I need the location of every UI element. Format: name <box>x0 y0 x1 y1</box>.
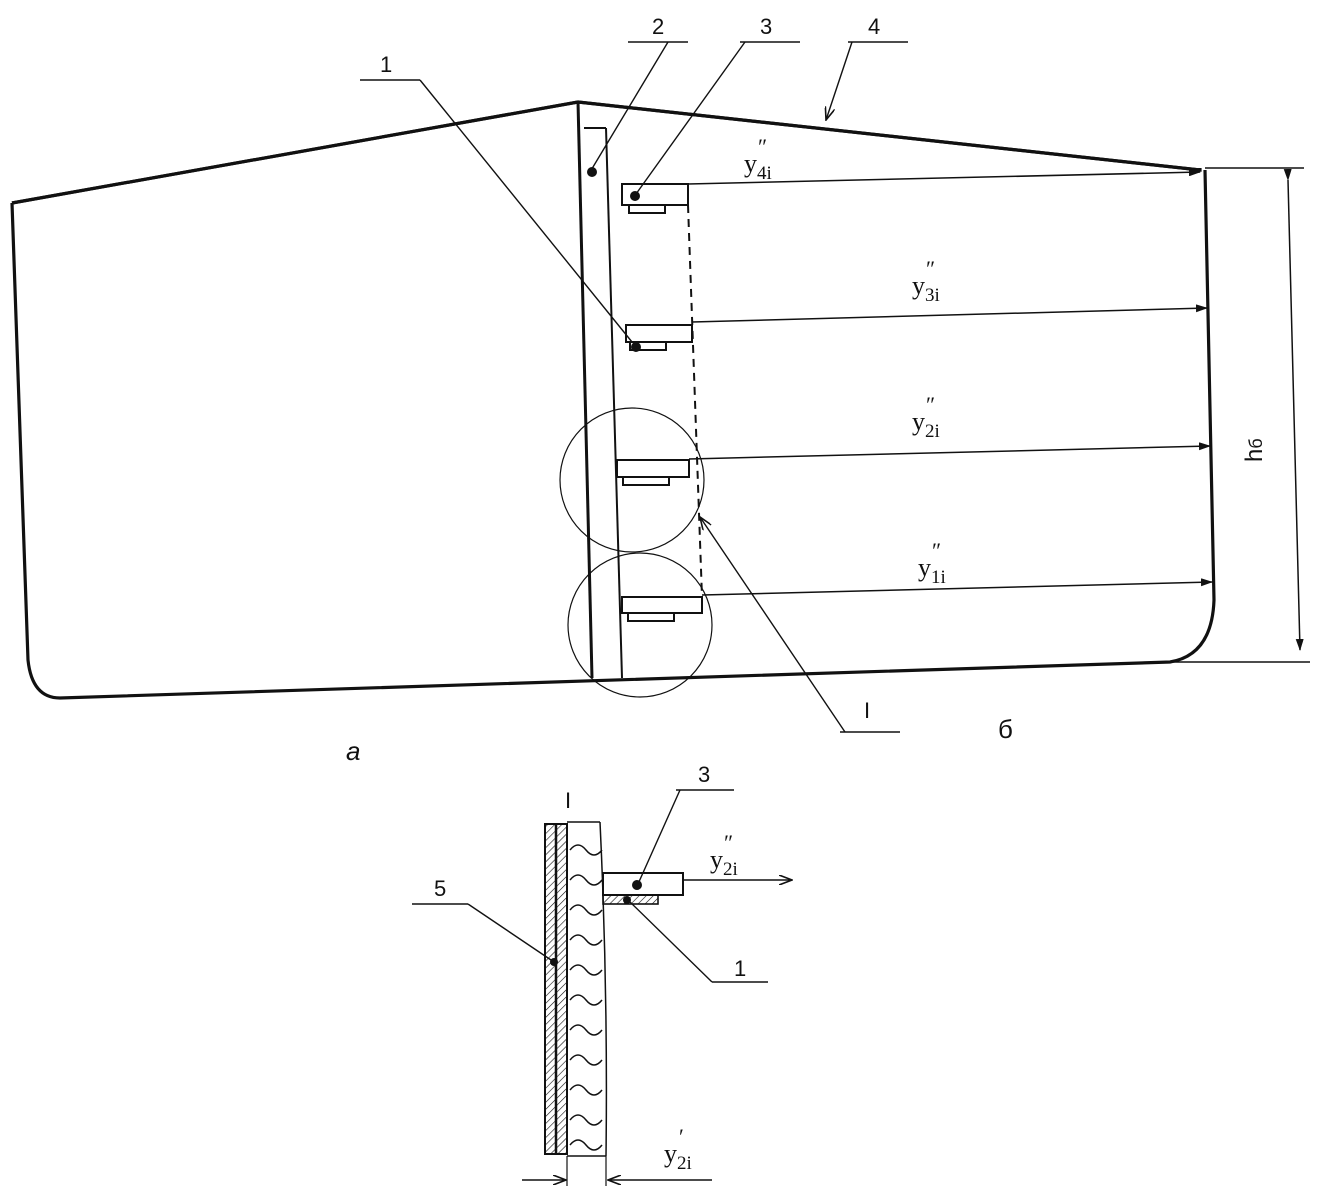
callout-4-label: 4 <box>868 14 880 39</box>
view-label-b: б <box>998 714 1013 744</box>
callout-4-leader <box>826 41 853 120</box>
label-y2: y2i <box>912 407 940 442</box>
detail-title: I <box>565 788 571 813</box>
dim-arrow-y2 <box>688 442 1211 460</box>
detail-bracket <box>602 872 684 896</box>
detail-label-y2: y2i <box>710 845 738 880</box>
detail-label-y2-prime-mark: ′ <box>679 1124 684 1149</box>
dim-arrow-y1 <box>701 578 1213 596</box>
callout-I-leader <box>700 517 846 733</box>
main-view: y4i ″ y3i ″ y2i ″ y1i ″ hб 1 2 3 4 <box>10 14 1310 766</box>
label-y3-primes: ″ <box>926 256 935 281</box>
detail-callout-3-leader <box>637 789 681 885</box>
dim-arrow-y3 <box>691 304 1208 323</box>
detail-callout-1-label: 1 <box>734 956 746 981</box>
detail-callout-1-leader <box>627 899 713 983</box>
callout-3-leader <box>635 41 746 195</box>
callout-1-leader <box>419 79 633 343</box>
bracket-2 <box>616 459 690 486</box>
detail-insulation <box>567 821 608 1157</box>
callout-2-label: 2 <box>652 14 664 39</box>
detail-circle-upper <box>559 407 705 553</box>
callout-3-label: 3 <box>760 14 772 39</box>
bracket-1 <box>621 596 703 622</box>
dim-arrow-y4 <box>687 168 1201 185</box>
detail-callout-5-label: 5 <box>434 876 446 901</box>
callout-1-label: 1 <box>380 52 392 77</box>
detail-view: I y2i ″ 3 1 5 y2i ′ <box>412 762 792 1186</box>
label-y1: y1i <box>918 553 946 588</box>
label-y4: y4i <box>744 149 772 184</box>
bracket-3 <box>625 324 693 352</box>
bracket-4 <box>621 183 689 214</box>
reference-dashed-line <box>687 204 703 598</box>
detail-label-y2-primes: ″ <box>724 830 733 855</box>
detail-sensor-3-dot <box>632 880 642 890</box>
detail-circle-lower <box>567 552 713 698</box>
label-y4-primes: ″ <box>758 134 767 159</box>
label-y3: y3i <box>912 271 940 306</box>
detail-label-y2-prime: y2i <box>664 1139 692 1174</box>
wall-left-edge <box>576 101 594 679</box>
label-h: hб <box>1241 438 1268 462</box>
view-label-a: а <box>346 736 360 766</box>
detail-sensor-1-dot <box>623 896 631 904</box>
callout-I-label: I <box>864 698 870 723</box>
dim-arrow-h <box>1283 168 1304 651</box>
label-y2-primes: ″ <box>926 392 935 417</box>
callout-2-dot <box>587 167 597 177</box>
label-y1-primes: ″ <box>932 538 941 563</box>
callout-2-leader <box>589 41 669 173</box>
detail-callout-5-leader <box>467 903 555 963</box>
wall-right-edge <box>605 127 623 679</box>
detail-callout-3-label: 3 <box>698 762 710 787</box>
